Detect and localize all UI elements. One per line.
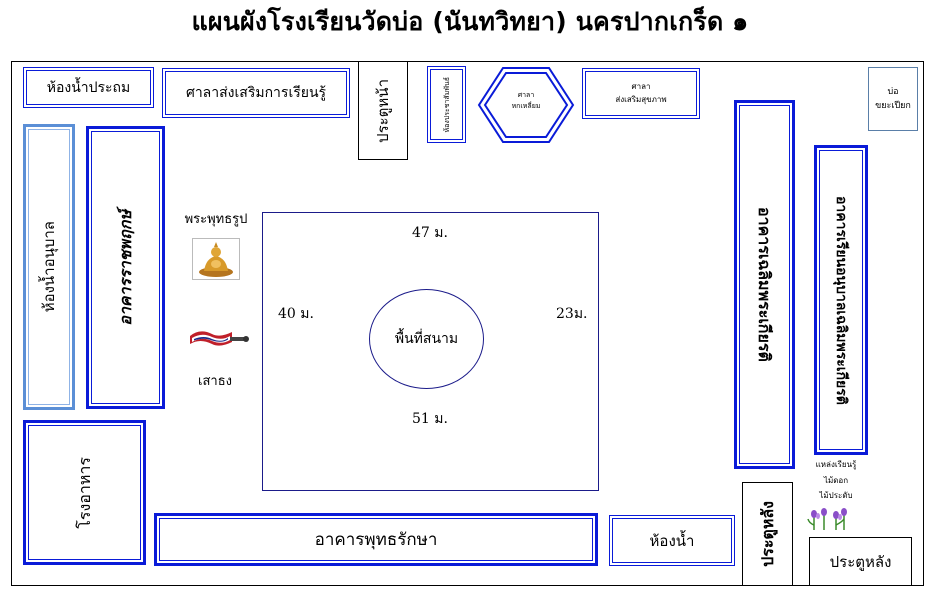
learning-hall-label: ศาลาส่งเสริมการเรียนรู้ (185, 85, 327, 101)
phutthaurakkha-building[interactable]: อาคารพุทธรักษา (154, 513, 598, 566)
kindergarten-bathroom-label: ห้องน้ำอนุบาล (40, 221, 58, 313)
flower-icon (807, 508, 847, 530)
field-right-measure: 23ม. (556, 306, 588, 322)
health-hall-line2: ส่งเสริมสุขภาพ (615, 94, 667, 104)
learning-hall[interactable]: ศาลาส่งเสริมการเรียนรู้ (162, 68, 350, 118)
canteen[interactable]: โรงอาหาร (23, 420, 146, 565)
field-top-measure: 47 ม. (412, 225, 448, 241)
building-3-label: อาคารเฉลิมพระเกียรติ (755, 207, 774, 362)
waste-pit-line2: ขยะเปียก (875, 101, 911, 111)
field-left-measure: 40 ม. (278, 306, 314, 322)
flagpole-label: เสาธง (198, 374, 232, 389)
field-center-circle: พื้นที่สนาม (369, 289, 484, 389)
back-gate-label: ประตูหลัง (829, 552, 892, 571)
building-4-label: อาคารเรียนอนุบาลเฉลิมพระเกียรติ (833, 195, 849, 405)
hexagon-pavilion[interactable] (477, 66, 575, 144)
bathroom-label: ห้องน้ำ (649, 531, 695, 550)
building-kindergarten-chaloem[interactable]: อาคารเรียนอนุบาลเฉลิมพระเกียรติ (814, 145, 868, 455)
bathroom-pratom[interactable]: ห้องน้ำประถม (23, 67, 154, 108)
hexagon-inner (483, 72, 569, 138)
building-chaloem-phrakiat[interactable]: อาคารเฉลิมพระเกียรติ (734, 100, 795, 469)
canteen-label: โรงอาหาร (75, 456, 94, 529)
bathroom-pratom-label: ห้องน้ำประถม (46, 79, 131, 96)
hexagon-outer (477, 67, 575, 143)
sports-field[interactable] (262, 212, 599, 491)
phutthaurakkha-label: อาคารพุทธรักษา (314, 530, 438, 550)
health-hall[interactable]: ศาลา ส่งเสริมสุขภาพ (582, 68, 700, 119)
front-gate[interactable]: ประตูหน้า (358, 61, 408, 160)
ratchaphruek-label: อาคารราชพฤกษ์ (116, 209, 135, 326)
ratchaphruek-building[interactable]: อาคารราชพฤกษ์ (86, 126, 165, 409)
buddha-statue-icon (192, 238, 240, 280)
pr-room-label: ห้องประชาสัมพันธ์ (443, 76, 451, 133)
hexagon-line1: ศาลา (517, 91, 535, 99)
school-boundary (11, 61, 924, 586)
waste-pit-line1: บ่อ (887, 86, 899, 97)
map-title: แผนผังโรงเรียนวัดบ่อ (นันทวิทยา) นครปากเ… (191, 7, 749, 36)
learning-source-label: แหล่งเรียนรู้ ไม้ดอก ไม้ประดับ (806, 457, 866, 504)
field-center-label: พื้นที่สนาม (394, 331, 459, 347)
hexagon-pavilion-label: ศาลา หกเหลี่ยม (495, 90, 557, 112)
back-gate[interactable]: ประตูหลัง (809, 537, 912, 586)
kindergarten-bathroom[interactable]: ห้องน้ำอนุบาล (23, 124, 75, 410)
learning-source-line2: ไม้ดอก (823, 475, 849, 485)
back-gate-vertical[interactable]: ประตูหลัง (742, 482, 793, 586)
back-gate-vertical-label: ประตูหลัง (758, 501, 777, 567)
wet-waste-pit[interactable]: บ่อ ขยะเปียก (868, 67, 918, 131)
hexagon-line2: หกเหลี่ยม (511, 102, 541, 111)
flag-icon (190, 331, 249, 346)
pr-room[interactable]: ห้องประชาสัมพันธ์ (427, 66, 466, 143)
learning-source-line3: ไม้ประดับ (819, 491, 853, 501)
learning-source-line1: แหล่งเรียนรู้ (815, 460, 857, 469)
buddha-label: พระพุทธรูป (184, 212, 248, 227)
health-hall-line1: ศาลา (631, 81, 651, 91)
field-bottom-measure: 51 ม. (412, 411, 448, 427)
bathroom-building[interactable]: ห้องน้ำ (609, 515, 735, 566)
front-gate-label: ประตูหน้า (374, 78, 392, 143)
